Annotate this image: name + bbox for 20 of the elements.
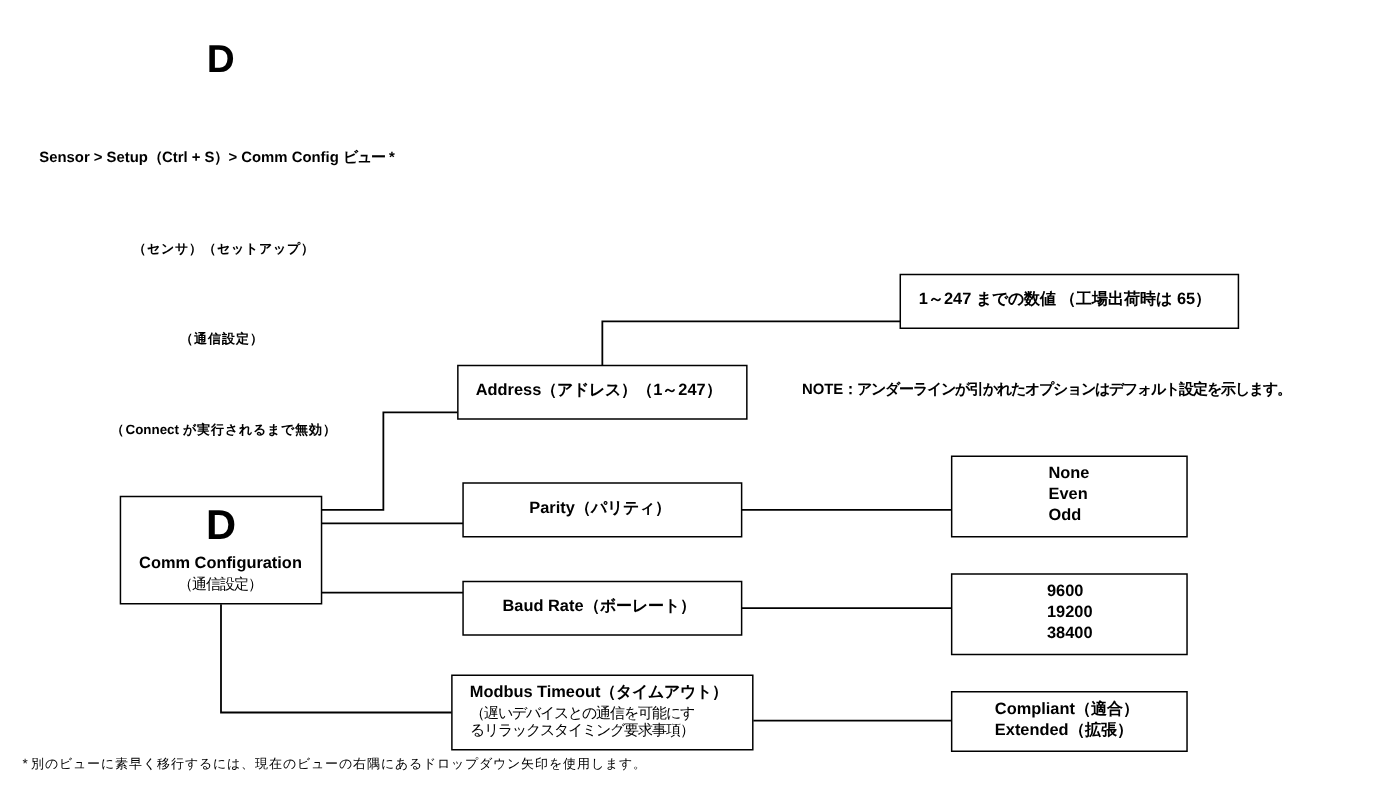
node-box: None Even Odd <box>950 454 1188 537</box>
node-box: 1～247 までの数値 （工場出荷時は 65） <box>899 272 1240 328</box>
connector <box>752 718 953 721</box>
connector <box>601 319 901 365</box>
connector <box>320 521 464 524</box>
label: Sensor > Setup（Ctrl + S）> Comm Config ビュー * <box>39 147 395 166</box>
connector <box>740 606 953 609</box>
connector <box>220 602 453 713</box>
node-box: Address（アドレス）（1～247） <box>457 363 748 419</box>
node-box: Parity（パリティ） <box>462 481 743 537</box>
connector <box>321 410 459 510</box>
node-box: Modbus Timeout（タイムアウト） （遅いデバイスとの通信を可能にするリラックスタイミング要求事項） <box>451 673 754 750</box>
connector <box>320 590 464 593</box>
node-box: Baud Rate（ボーレート） <box>462 579 743 635</box>
label: D <box>206 37 235 82</box>
label: NOTE：アンダーラインが引かれたオプションはデフォルト設定を示します。 <box>801 379 1292 398</box>
connector <box>740 508 953 510</box>
node-box: D Comm Configuration （通信設定） <box>119 494 323 604</box>
node-box: Compliant（適合） Extended（拡張） <box>950 689 1188 751</box>
node-box: 9600 19200 38400 <box>950 572 1188 655</box>
